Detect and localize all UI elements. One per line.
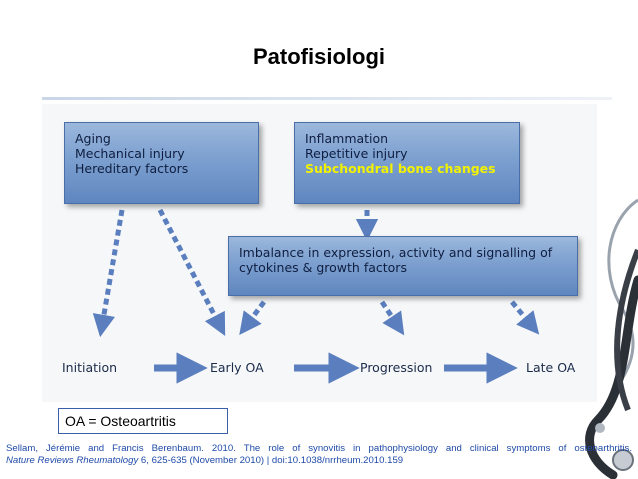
stage-late-oa: Late OA	[526, 360, 575, 375]
abbreviation-legend: OA = Osteoartritis	[58, 408, 228, 434]
citation-line-1: Sellam, Jérémie and Francis Berenbaum. 2…	[6, 443, 632, 455]
risk-factors-box: Aging Mechanical injury Hereditary facto…	[64, 122, 259, 204]
stage-early-oa: Early OA	[210, 360, 264, 375]
arrow-aging-to-initiation	[102, 210, 122, 326]
citation-journal: Nature Reviews Rheumatology	[6, 455, 138, 466]
cytokine-imbalance-box: Imbalance in expression, activity and si…	[228, 236, 578, 296]
risk-factor-item: Hereditary factors	[75, 161, 248, 176]
arrow-aging-to-earlyoa	[160, 210, 220, 326]
joint-factor-item: Repetitive injury	[305, 146, 509, 161]
joint-factors-box: Inflammation Repetitive injury Subchondr…	[294, 122, 520, 204]
title-divider	[42, 97, 612, 100]
risk-factor-item: Aging	[75, 131, 248, 146]
citation-details: 6, 625-635 (November 2010) | doi:10.1038…	[138, 455, 403, 466]
stage-progression: Progression	[360, 360, 432, 375]
joint-factor-item: Inflammation	[305, 131, 509, 146]
citation-line-2: Nature Reviews Rheumatology 6, 625-635 (…	[6, 455, 632, 467]
arrow-imbalance-to-lateoa	[512, 302, 532, 326]
arrow-imbalance-to-earlyoa	[246, 302, 264, 326]
reference-citation: Sellam, Jérémie and Francis Berenbaum. 2…	[6, 443, 632, 467]
page-title: Patofisiologi	[0, 44, 638, 70]
risk-factor-item: Mechanical injury	[75, 146, 248, 161]
pathophysiology-diagram: Aging Mechanical injury Hereditary facto…	[42, 104, 597, 402]
arrow-imbalance-to-progression	[382, 302, 398, 326]
highlighted-factor: Subchondral bone changes	[305, 161, 509, 176]
imbalance-text: Imbalance in expression, activity and si…	[239, 245, 567, 275]
stage-initiation: Initiation	[62, 360, 117, 375]
